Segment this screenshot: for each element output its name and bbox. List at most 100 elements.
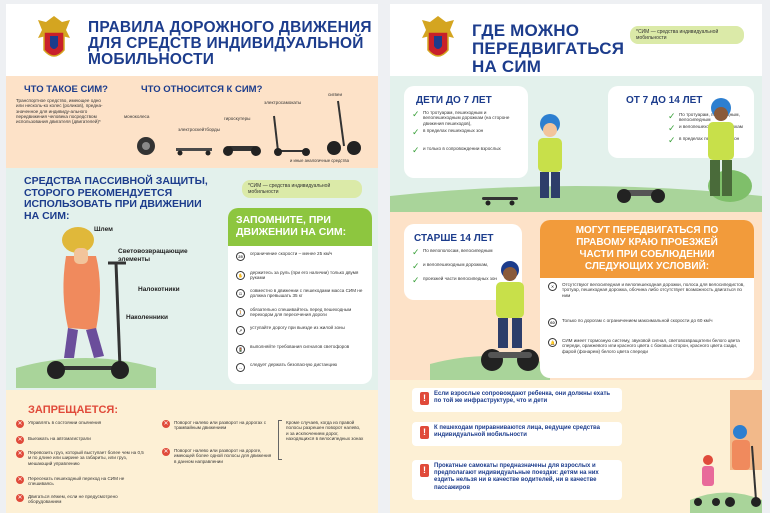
protection-heading-line1: СРЕДСТВА ПАССИВНОЙ ЗАЩИТЫ,	[24, 175, 208, 187]
remember-heading-bg	[228, 208, 372, 246]
forbidden-item-3: Пересекать пешеходный переход на СИМ не …	[28, 476, 125, 487]
from7to14-list-check-icon-1: ✓	[668, 123, 676, 133]
what-belongs-heading: ЧТО ОТНОСИТСЯ К СИМ?	[141, 84, 263, 95]
roadway-icon-0: ✕	[548, 282, 557, 291]
left-title-line1: ПРАВИЛА ДОРОЖНОГО ДВИЖЕНИЯ	[88, 19, 372, 36]
label-escooter: электросамокаты	[264, 100, 302, 105]
protection-helmet: Шлем	[94, 226, 113, 233]
remember-icon-6: ↔	[236, 363, 245, 372]
warning-box-1	[412, 422, 622, 446]
over14-list-item-2: проезжей части велосипедных зон	[423, 276, 497, 281]
label-monowheel: моноколеса	[124, 114, 150, 119]
hoverboard-illustration	[617, 189, 665, 203]
what-is-section: ЧТО ТАКОЕ СИМ? Транспортное средство, им…	[6, 76, 378, 168]
remember-text-6: следует держать безопасную дистанцию	[250, 362, 338, 367]
from7to14-list-item-0: По тротуарам, пешеходным, велосипедным	[679, 112, 740, 123]
warning-exclamation-icon-0: !	[420, 392, 429, 405]
what-is-heading: ЧТО ТАКОЕ СИМ?	[24, 84, 108, 95]
forbidden-x-icon-4: ✕	[16, 494, 24, 502]
what-is-text: Транспортное средство, имеющее одно или …	[16, 98, 103, 125]
over14-list-check-icon-0: ✓	[412, 247, 420, 257]
warnings-section: ! Если взрослые сопровождают ребенка, они…	[390, 380, 762, 513]
from7to14-heading: ОТ 7 ДО 14 ЛЕТ	[626, 95, 703, 106]
protection-note: *СИМ — средства индивидуальной мобильнос…	[242, 180, 362, 198]
forbidden-x-icon-2: ✕	[16, 450, 24, 458]
under7-list-item-2: и только в сопровождении взрослых	[423, 146, 501, 151]
police-emblem-icon-right	[422, 16, 454, 57]
remember-text-5: выполняйте требования сигналов светофоро…	[250, 343, 350, 349]
warning-box-0	[412, 388, 622, 412]
teen-segway-illustration	[430, 261, 550, 380]
roadway-heading-bg	[540, 220, 754, 278]
remember-text-3: обязательно спешивайтесь перед пешеходны…	[250, 306, 352, 317]
remember-icon-0: 25	[236, 252, 245, 261]
roadway-text-0: Отсутствуют велосипедная и велопешеходна…	[562, 282, 745, 298]
roadway-heading-line3: ЧАСТИ ПРИ СОБЛЮДЕНИИ	[579, 249, 715, 260]
remember-icon-2: ⚖	[236, 289, 245, 298]
over14-heading: СТАРШЕ 14 ЛЕТ	[414, 233, 494, 244]
police-emblem-icon	[38, 16, 70, 57]
scooter-rider-illustration	[16, 227, 156, 388]
label-hoverboard: гироскутеры	[224, 116, 251, 121]
warning-text-2: Прокатные самокаты предназначены для взр…	[434, 463, 599, 491]
left-title: ПРАВИЛА ДОРОЖНОГО ДВИЖЕНИЯ ДЛЯ СРЕДСТВ И…	[88, 20, 372, 68]
right-title-line2: ПЕРЕДВИГАТЬСЯ	[472, 39, 625, 58]
over14-list-check-icon-2: ✓	[412, 275, 420, 285]
protection-reflectors: Световозвращающие элементы	[118, 248, 188, 263]
roadway-heading-line4: СЛЕДУЮЩИХ УСЛОВИЙ:	[584, 261, 710, 272]
label-segway: сигвеи	[328, 92, 343, 97]
forbidden-x-icon-1: ✕	[16, 436, 24, 444]
right-title-line3: НА СИМ	[472, 57, 542, 76]
from7to14-list-check-icon-0: ✓	[668, 111, 676, 121]
warning-text-1: К пешеходам приравниваются лица, ведущие…	[434, 425, 600, 439]
right-poster: ГДЕ МОЖНО ПЕРЕДВИГАТЬСЯ НА СИМ *СИМ — ср…	[390, 4, 762, 513]
roadway-icon-2: 🔔	[548, 338, 557, 347]
under7-list-check-icon-1: ✓	[412, 127, 420, 137]
forbidden-turn-icon-0: ✕	[162, 420, 170, 428]
warning-exclamation-icon-1: !	[420, 426, 429, 439]
remember-icon-3: 🚶	[236, 307, 245, 317]
forbidden-item-2: Перевозить груз, который выступает более…	[28, 450, 144, 466]
label-eskateboard: электроскейтборды	[178, 127, 220, 132]
remember-text-4: уступайте дорогу при выезде из жилой зон…	[250, 325, 345, 330]
age-section: ДЕТИ ДО 7 ЛЕТ ✓По тротуарам, пешеходным …	[390, 76, 762, 212]
right-header: ГДЕ МОЖНО ПЕРЕДВИГАТЬСЯ НА СИМ *СИМ — ср…	[390, 4, 762, 76]
remember-heading-line2: ДВИЖЕНИИ НА СИМ:	[236, 226, 347, 238]
protection-elbowpads: Налокотники	[138, 286, 180, 293]
protection-heading-line2: СТОРОГО РЕКОМЕНДУЕТСЯ	[24, 186, 173, 199]
roadway-icon-1: 60	[548, 318, 557, 327]
forbidden-exception: Кроме случаев, когда из правой полосы ра…	[286, 420, 364, 441]
forbidden-x-icon-3: ✕	[16, 476, 24, 484]
roadway-text-2: СИМ имеет тормозную систему, звуковой си…	[562, 338, 740, 354]
left-poster: ПРАВИЛА ДОРОЖНОГО ДВИЖЕНИЯ ДЛЯ СРЕДСТВ И…	[6, 4, 378, 513]
warning-box-2	[412, 460, 622, 500]
forbidden-item-1: Выезжать на автомагистрали	[28, 436, 91, 441]
left-header: ПРАВИЛА ДОРОЖНОГО ДВИЖЕНИЯ ДЛЯ СРЕДСТВ И…	[6, 4, 378, 76]
over14-list-item-0: По велополосам, велосипедным	[423, 248, 493, 253]
roadway-heading-line1: МОГУТ ПЕРЕДВИГАТЬСЯ ПО	[575, 225, 719, 236]
left-title-line3: МОБИЛЬНОСТИ	[88, 51, 215, 68]
forbidden-turn-item-1: Поворот налево или разворот на дороге, и…	[174, 448, 272, 464]
right-title: ГДЕ МОЖНО ПЕРЕДВИГАТЬСЯ НА СИМ	[472, 22, 624, 76]
forbidden-bracket	[278, 420, 282, 460]
over14-list-check-icon-1: ✓	[412, 261, 420, 271]
remember-icon-5: 🚦	[236, 344, 245, 354]
protection-heading: СРЕДСТВА ПАССИВНОЙ ЗАЩИТЫ, СТОРОГО РЕКОМ…	[24, 175, 208, 222]
forbidden-item-0: Управлять в состоянии опьянения	[28, 420, 102, 425]
roadway-heading: МОГУТ ПЕРЕДВИГАТЬСЯ ПО ПРАВОМУ КРАЮ ПРОЕ…	[552, 225, 742, 273]
family-scooter-illustration	[690, 390, 762, 513]
warning-text-0: Если взрослые сопровождают ребенка, они …	[434, 391, 611, 405]
forbidden-turn-item-0: Поворот налево или разворот на дорогах с…	[174, 420, 267, 431]
under7-heading: ДЕТИ ДО 7 ЛЕТ	[416, 95, 492, 106]
from7to14-list-check-icon-2: ✓	[668, 135, 676, 145]
warning-exclamation-icon-2: !	[420, 464, 429, 477]
skateboard-illustration	[482, 197, 518, 206]
right-title-line1: ГДЕ МОЖНО	[472, 21, 580, 40]
sim-devices-illustration	[137, 100, 361, 156]
over14-list-item-1: и велопешеходным дорожкам,	[423, 262, 489, 267]
remember-heading-line1: ЗАПОМНИТЕ, ПРИ	[236, 214, 331, 226]
forbidden-item-4: Двигаться лёжем, если не предусмотрено о…	[28, 494, 118, 505]
forbidden-x-icon-0: ✕	[16, 420, 24, 428]
roadway-heading-line2: ПРАВОМУ КРАЮ ПРОЕЗЖЕЙ	[576, 237, 718, 248]
under7-list-check-icon-0: ✓	[412, 109, 420, 119]
